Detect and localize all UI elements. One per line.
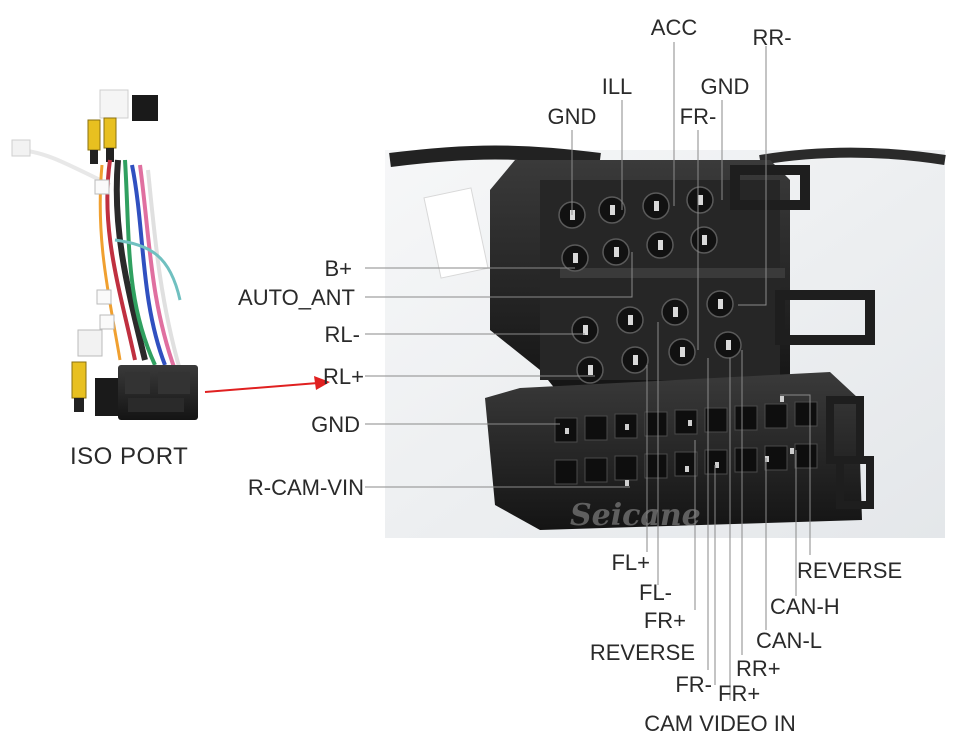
label-ill: ILL xyxy=(602,74,633,99)
label-r-cam-vin: R-CAM-VIN xyxy=(248,475,364,500)
label-fl-plus: FL+ xyxy=(611,550,650,575)
label-fr-minus-bottom: FR- xyxy=(675,672,712,697)
label-reverse-bottom: REVERSE xyxy=(590,640,695,665)
label-reverse-right: REVERSE xyxy=(797,558,902,583)
harness-image xyxy=(11,89,198,420)
iso-port-label: ISO PORT xyxy=(70,443,189,470)
label-rr-plus: RR+ xyxy=(736,656,781,681)
label-can-l: CAN-L xyxy=(756,628,822,653)
label-acc: ACC xyxy=(651,15,698,40)
label-rl-minus: RL- xyxy=(325,322,360,347)
label-gnd-top-left: GND xyxy=(548,104,597,129)
label-gnd-top-right: GND xyxy=(701,74,750,99)
connector-image: Seicane xyxy=(385,145,946,538)
label-gnd-left: GND xyxy=(311,412,360,437)
label-rr-minus: RR- xyxy=(752,25,791,50)
label-fr-plus-lower: FR+ xyxy=(718,681,760,706)
label-fr-minus-top: FR- xyxy=(680,104,717,129)
label-auto-ant: AUTO_ANT xyxy=(238,285,355,310)
label-b-plus: B+ xyxy=(324,256,352,281)
label-can-h: CAN-H xyxy=(770,594,840,619)
leader-lines xyxy=(365,42,811,700)
label-rl-plus: RL+ xyxy=(323,364,364,389)
pin-labels: ACC RR- ILL GND GND FR- B+ AUTO_ANT RL- … xyxy=(238,15,902,736)
label-fr-plus-upper: FR+ xyxy=(644,608,686,633)
pointer-arrow xyxy=(204,376,330,393)
watermark-text: Seicane xyxy=(570,498,701,533)
label-cam-video-in: CAM VIDEO IN xyxy=(644,711,796,736)
label-fl-minus: FL- xyxy=(639,580,672,605)
